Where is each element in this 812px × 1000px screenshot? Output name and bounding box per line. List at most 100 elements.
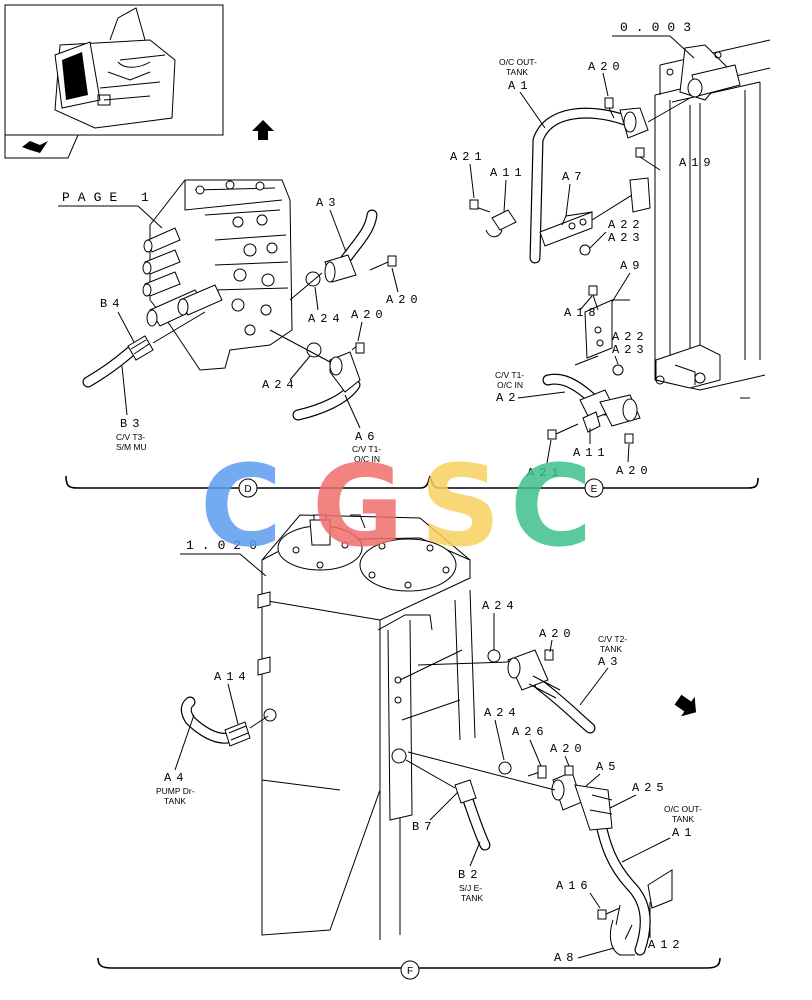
bolt-a19 — [635, 147, 661, 171]
hydraulic-tank — [257, 514, 476, 940]
up-arrow-icon[interactable] — [252, 120, 274, 140]
bracket-a9 — [574, 299, 630, 366]
callout-a20-f-top: A20 — [539, 627, 576, 641]
callout-b2: B2 — [458, 868, 482, 882]
ref-1020[interactable]: 1.020 — [180, 538, 267, 577]
note-pump-dr-line1: PUMP Dr- — [156, 786, 195, 796]
nut-a22-bottom — [612, 364, 624, 376]
ref-0003-label[interactable]: 0.003 — [620, 20, 699, 35]
bolt-a20-f-mid — [564, 765, 574, 776]
ref-1020-label[interactable]: 1.020 — [186, 538, 265, 553]
note-sje-line2: TANK — [461, 893, 483, 903]
callout-a22-bottom: A22 — [612, 330, 649, 344]
callout-a8: A8 — [554, 951, 578, 965]
section-d-marker[interactable]: D — [238, 478, 258, 498]
next-page-arrow-icon[interactable] — [671, 690, 703, 722]
bolt-a20-e-bottom — [624, 433, 634, 444]
note-pump-dr-line2: TANK — [164, 796, 186, 806]
hose-a3-d — [289, 209, 378, 301]
spool-caps — [142, 227, 223, 327]
callout-a20-d-mid: A20 — [351, 308, 388, 322]
hose-a1-f — [407, 751, 673, 956]
hose-a4-f — [180, 696, 269, 747]
section-f-marker[interactable]: F — [400, 960, 420, 980]
clamp-a11-top — [485, 209, 517, 238]
callout-a24-f-bottom: A24 — [484, 706, 521, 720]
note-cv-t1-d-line2: O/C IN — [354, 454, 380, 464]
control-valve — [142, 179, 293, 371]
callout-a20-e-bottom: A20 — [616, 464, 653, 478]
bolt-a20-f-top — [544, 649, 554, 661]
navigation-tab[interactable] — [4, 134, 79, 159]
note-oc-out-f-line2: TANK — [672, 814, 694, 824]
clamp-a11-bottom — [582, 411, 601, 433]
watermark-letter-c1: C — [200, 442, 282, 572]
note-cv-t1-e-line1: C/V T1- — [495, 370, 524, 380]
cgsc-watermark: C G S C — [200, 442, 592, 572]
note-cv-t2-line1: C/V T2- — [598, 634, 627, 644]
watermark-letter-c2: C — [510, 442, 592, 572]
callout-a3-top: A3 — [316, 196, 340, 210]
callout-a24-d-top: A24 — [308, 312, 345, 326]
callout-a24-f-top: A24 — [482, 599, 519, 613]
callout-a7: A7 — [562, 170, 586, 184]
bolt-a20-e-top — [604, 97, 615, 119]
callout-a9: A9 — [620, 259, 644, 273]
note-oc-out-top-line2: TANK — [506, 67, 528, 77]
callout-a23-bottom: A23 — [612, 343, 649, 357]
return-arrow-icon[interactable] — [22, 141, 48, 153]
hose-a1-e — [529, 97, 691, 264]
watermark-letter-g: G — [312, 442, 404, 572]
callout-a14: A14 — [214, 670, 251, 684]
callout-a1-top: A1 — [508, 79, 532, 93]
callout-a6: A6 — [355, 430, 379, 444]
note-sje-line1: S/J E- — [459, 883, 482, 893]
callout-a23-top: A23 — [608, 231, 645, 245]
bolt-a20-d-right — [369, 255, 397, 271]
note-cv-t3-line2: S/M MU — [116, 442, 147, 452]
callout-b4: B4 — [100, 297, 124, 311]
note-cv-t1-d-line1: C/V T1- — [352, 444, 381, 454]
callout-a25: A25 — [632, 781, 669, 795]
hose-b4-d — [82, 311, 206, 388]
page-1-reference[interactable]: PAGE 1 — [58, 190, 163, 229]
callout-a20-f-mid: A20 — [550, 742, 587, 756]
callout-a11-bottom: A11 — [573, 446, 610, 460]
nut-a22-top — [579, 244, 591, 256]
machine-thumbnail[interactable] — [4, 4, 224, 136]
callout-a22-top: A22 — [608, 218, 645, 232]
section-d-label: D — [244, 484, 251, 495]
section-e-label: E — [591, 484, 598, 495]
callout-a21-bottom: A21 — [527, 466, 564, 480]
oil-cooler — [654, 39, 771, 399]
bolt-a26 — [527, 765, 547, 779]
hose-a6-d — [269, 329, 361, 421]
bolt-a21-top — [469, 199, 491, 213]
hose-a2-e — [542, 373, 641, 427]
note-cv-t2-line2: TANK — [600, 644, 622, 654]
callout-a12: A12 — [648, 938, 685, 952]
callout-a19: A19 — [679, 156, 716, 170]
ref-0003[interactable]: 0.003 — [612, 20, 699, 59]
callout-a3-f: A3 — [598, 655, 622, 669]
callout-a2: A2 — [496, 391, 520, 405]
bolt-a16 — [597, 907, 621, 920]
callout-a26: A26 — [512, 725, 549, 739]
bolt-a18 — [588, 285, 599, 311]
page-1-label[interactable]: PAGE 1 — [62, 190, 157, 205]
note-oc-out-top-line1: O/C OUT- — [499, 57, 537, 67]
callout-a5: A5 — [596, 760, 620, 774]
callout-a24-d-bottom: A24 — [262, 378, 299, 392]
hose-b2-f — [405, 759, 491, 851]
hose-a3-f — [417, 649, 596, 734]
watermark-letter-s: S — [420, 442, 501, 572]
callout-a4: A4 — [164, 771, 188, 785]
note-cv-t3-line1: C/V T3- — [116, 432, 145, 442]
callout-b3: B3 — [120, 417, 144, 431]
section-e-marker[interactable]: E — [584, 478, 604, 498]
callout-b7: B7 — [412, 820, 436, 834]
callout-a20-e-top: A20 — [588, 60, 625, 74]
callout-a18: A18 — [564, 306, 601, 320]
callout-a20-d-right: A20 — [386, 293, 423, 307]
callout-a11-top: A11 — [490, 166, 527, 180]
